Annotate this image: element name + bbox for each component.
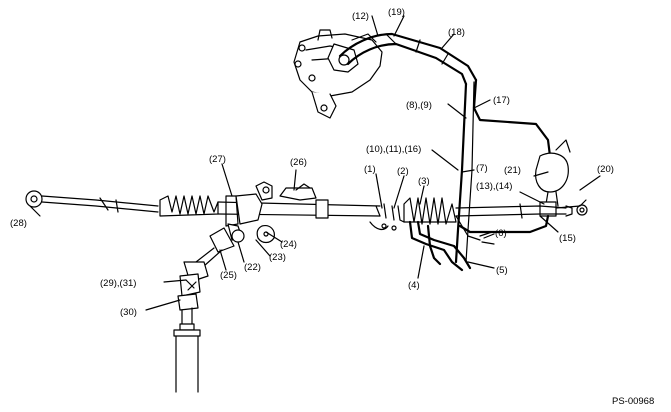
figure-code: PS-00968 bbox=[612, 396, 654, 407]
callout-10-11-16: (10),(11),(16) bbox=[366, 144, 421, 155]
callout-5: (5) bbox=[496, 265, 508, 276]
callout-22: (22) bbox=[244, 262, 261, 273]
callout-12: (12) bbox=[352, 11, 369, 22]
callout-7: (7) bbox=[476, 163, 488, 174]
callout-20: (20) bbox=[597, 164, 614, 175]
callout-19: (19) bbox=[388, 7, 405, 18]
callout-25: (25) bbox=[220, 270, 237, 281]
steering-rack bbox=[25, 181, 573, 231]
callout-3: (3) bbox=[418, 176, 430, 187]
callout-6: (6) bbox=[495, 228, 507, 239]
callout-labels: (12) (19) (18) (17) (8),(9) (10),(11),(1… bbox=[10, 7, 614, 318]
callout-23: (23) bbox=[269, 252, 286, 263]
callout-17: (17) bbox=[493, 95, 510, 106]
callout-8-9: (8),(9) bbox=[406, 100, 432, 111]
callout-30: (30) bbox=[120, 307, 137, 318]
pressure-hoses bbox=[338, 32, 588, 264]
steering-shaft bbox=[173, 223, 275, 393]
callout-1: (1) bbox=[364, 164, 376, 175]
callout-26: (26) bbox=[290, 157, 307, 168]
power-steering-pump bbox=[293, 29, 383, 119]
callout-13-14: (13),(14) bbox=[476, 181, 512, 192]
callout-2: (2) bbox=[397, 166, 409, 177]
leader-lines bbox=[29, 15, 601, 311]
callout-24: (24) bbox=[280, 239, 297, 250]
callout-27: (27) bbox=[209, 154, 226, 165]
callout-29-31: (29),(31) bbox=[100, 278, 136, 289]
feed-return-pipes bbox=[408, 215, 495, 272]
callout-4: (4) bbox=[408, 280, 420, 291]
callout-21: (21) bbox=[504, 165, 521, 176]
callout-28: (28) bbox=[10, 218, 27, 229]
callout-15: (15) bbox=[559, 233, 576, 244]
callout-18: (18) bbox=[448, 27, 465, 38]
